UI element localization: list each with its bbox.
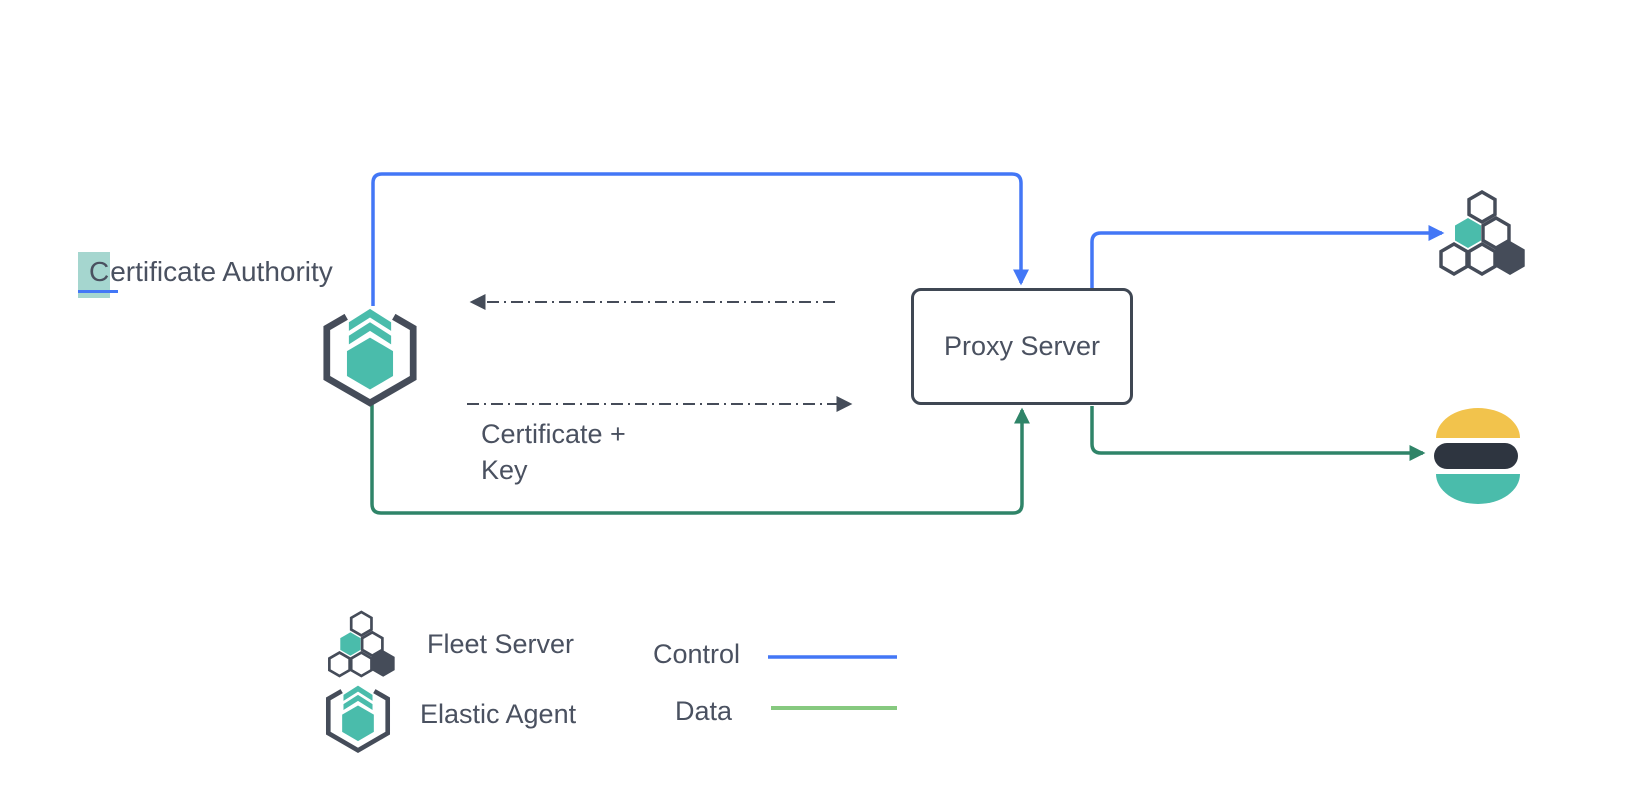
control-arrow-agent-to-proxy [371, 172, 1030, 306]
legend-elastic-agent-icon [328, 686, 387, 751]
control-arrow-proxy-to-fleet [1090, 224, 1445, 288]
proxy-server-node: Proxy Server [911, 288, 1133, 405]
proxy-server-label: Proxy Server [943, 331, 1101, 361]
elasticsearch-icon [1434, 408, 1520, 504]
legend-control-label: Control [653, 639, 741, 669]
elastic-agent-icon [327, 309, 413, 403]
certificate-authority-label-text: ertificate Authority [110, 256, 333, 287]
legend-fleet-server-icon [329, 612, 394, 677]
legend-fleet-server-label: Fleet Server [427, 629, 575, 659]
certificate-key-label: Certificate + Key [481, 419, 626, 485]
fleet-server-icon [1441, 192, 1525, 275]
text-cursor-underline [78, 290, 118, 293]
legend-data-label: Data [675, 696, 733, 726]
data-arrow-agent-to-proxy [370, 401, 1031, 515]
data-arrow-proxy-to-elasticsearch [1090, 406, 1426, 462]
legend-elastic-agent-label: Elastic Agent [420, 699, 577, 729]
